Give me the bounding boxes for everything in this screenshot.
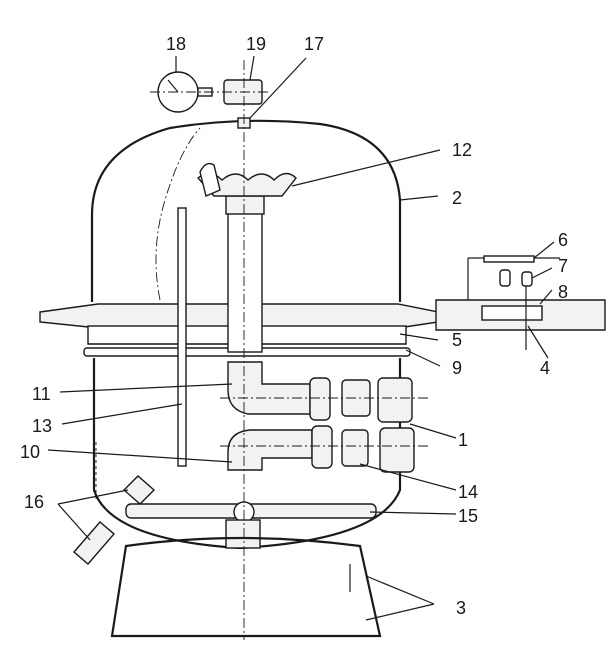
callout-1: 1 [458, 430, 468, 450]
callout-labels: 18 19 17 12 2 6 7 8 5 4 9 11 13 1 10 14 … [20, 34, 568, 618]
callout-7: 7 [558, 256, 568, 276]
callout-19: 19 [246, 34, 266, 54]
callout-2: 2 [452, 188, 462, 208]
callout-14: 14 [458, 482, 478, 502]
central-pipe [196, 162, 297, 353]
clamp-nut-left [499, 269, 511, 287]
base-stand [110, 536, 382, 638]
air-vent [199, 162, 221, 197]
callout-17: 17 [304, 34, 324, 54]
callout-10: 10 [20, 442, 40, 462]
callout-18: 18 [166, 34, 186, 54]
lower-port [227, 425, 415, 473]
callout-4: 4 [540, 358, 550, 378]
clamp-bolt [483, 255, 535, 263]
manometer [157, 71, 213, 113]
callout-12: 12 [452, 140, 472, 160]
callout-16: 16 [24, 492, 44, 512]
callout-15: 15 [458, 506, 478, 526]
lateral-collector [125, 501, 377, 549]
drain-valve [73, 475, 156, 565]
callout-3: 3 [456, 598, 466, 618]
callout-6: 6 [558, 230, 568, 250]
clamp-block [481, 305, 543, 321]
callout-8: 8 [558, 282, 568, 302]
level-tube [177, 207, 187, 467]
clamp-nut-right [521, 271, 533, 287]
clamp-detail [435, 255, 606, 350]
callout-13: 13 [32, 416, 52, 436]
callout-5: 5 [452, 330, 462, 350]
callout-11: 11 [32, 384, 51, 404]
callout-9: 9 [452, 358, 462, 378]
upper-port [227, 361, 413, 423]
leader-lines [47, 55, 555, 621]
